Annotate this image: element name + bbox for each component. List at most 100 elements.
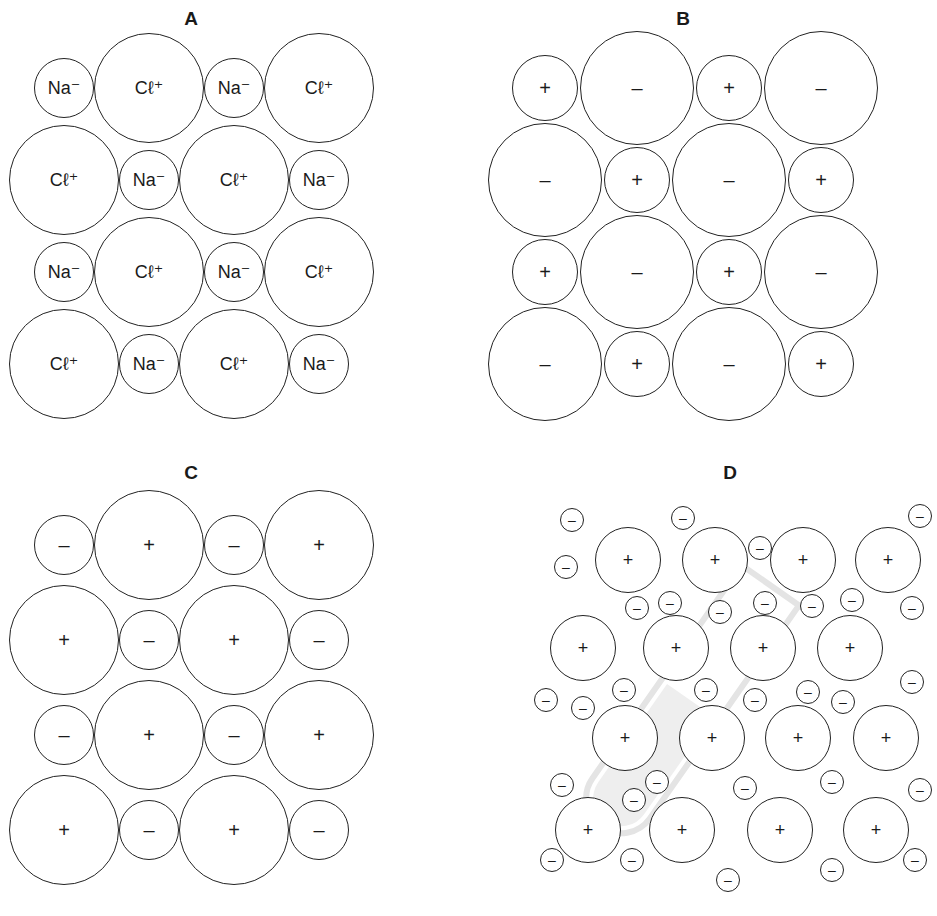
ion-charge-label: – [633,601,641,615]
ion-circle: Na⁻ [204,58,264,118]
ion-charge-label: – [548,853,556,867]
ion-circle: + [696,239,762,305]
ion-charge-label: + [815,354,827,374]
ion-charge-label: – [542,693,550,707]
electron-circle: – [820,858,844,882]
ion-charge-label: + [58,820,70,840]
ion-charge-label: + [313,535,325,555]
electron-circle: – [620,848,644,872]
ion-circle: + [643,615,709,681]
ion-charge-label: – [761,596,769,610]
ion-circle: Cℓ⁺ [9,309,119,419]
ion-circle: – [488,307,602,421]
ion-circle: – [119,610,179,670]
ion-charge-label: – [908,601,916,615]
ion-charge-label: – [702,683,710,697]
ion-charge-label: – [839,695,847,709]
ion-circle: + [512,239,578,305]
ion-circle: Na⁻ [119,150,179,210]
ion-charge-label: Cℓ⁺ [305,263,333,281]
ion-circle: Cℓ⁺ [179,309,289,419]
ion-circle: – [34,515,94,575]
ion-circle: + [595,527,661,593]
electron-circle: – [694,678,718,702]
ion-charge-label: Na⁻ [218,263,251,281]
ion-circle: + [843,797,909,863]
ion-charge-label: Na⁻ [218,79,251,97]
ion-charge-label: + [881,729,892,747]
ion-charge-label: – [916,509,924,523]
ion-circle: + [770,527,836,593]
ion-circle: Na⁻ [289,150,349,210]
electron-circle: – [900,596,924,620]
ion-charge-label: – [908,675,916,689]
ion-circle: – [34,705,94,765]
electron-circle: – [571,696,595,720]
electron-circle: – [625,596,649,620]
ion-charge-label: – [631,78,642,98]
ion-charge-label: – [723,170,734,190]
ion-charge-label: – [724,873,732,887]
ion-charge-label: Cℓ⁺ [305,79,333,97]
ion-circle: – [204,705,264,765]
ion-circle: + [264,490,374,600]
ion-charge-label: + [539,262,551,282]
ion-charge-label: Cℓ⁺ [220,171,248,189]
ion-charge-label: – [539,354,550,374]
ion-circle: Cℓ⁺ [94,217,204,327]
ion-circle: + [679,705,745,771]
ion-charge-label: – [808,599,816,613]
ion-circle: + [592,705,658,771]
electron-circle: – [554,555,578,579]
ion-charge-label: + [677,821,688,839]
ion-charge-label: – [828,863,836,877]
ion-charge-label: Na⁻ [48,79,81,97]
ion-circle: + [730,615,796,681]
electron-circle: – [800,594,824,618]
electron-circle: – [733,776,757,800]
electron-circle: – [903,848,927,872]
ion-charge-label: Cℓ⁺ [220,355,248,373]
ion-circle: + [179,775,289,885]
ion-circle: Na⁻ [34,242,94,302]
electron-circle: – [840,588,864,612]
ion-circle: – [580,215,694,329]
ion-charge-label: + [871,821,882,839]
ion-charge-label: + [710,551,721,569]
electron-circle: – [908,778,932,802]
ion-circle: Na⁻ [289,334,349,394]
electron-circle: – [560,508,584,532]
ion-charge-label: + [798,551,809,569]
ion-circle: + [817,615,883,681]
ion-charge-label: – [916,783,924,797]
ion-circle: + [604,147,670,213]
ion-charge-label: – [631,262,642,282]
ion-charge-label: – [741,781,749,795]
ion-circle: – [580,31,694,145]
ion-charge-label: + [758,639,769,657]
ion-circle: + [179,585,289,695]
electron-circle: – [645,770,669,794]
ion-circle: Cℓ⁺ [179,125,289,235]
electron-circle: – [622,788,646,812]
electron-circle: – [534,688,558,712]
ion-charge-label: + [883,551,894,569]
ion-charge-label: – [756,541,764,555]
ion-charge-label: – [539,170,550,190]
ion-charge-label: + [793,729,804,747]
ion-circle: Na⁻ [204,242,264,302]
ion-charge-label: – [828,775,836,789]
ion-circle: Cℓ⁺ [9,125,119,235]
panel-letter: B [676,8,690,30]
ion-charge-label: + [775,821,786,839]
ion-charge-label: – [716,605,724,619]
electron-circle: – [748,536,772,560]
ion-charge-label: – [620,683,628,697]
ion-circle: Cℓ⁺ [264,217,374,327]
ion-charge-label: + [620,729,631,747]
ion-circle: – [204,515,264,575]
electron-circle: – [831,690,855,714]
ion-circle: + [555,797,621,863]
ion-charge-label: + [583,821,594,839]
electron-circle: – [671,506,695,530]
